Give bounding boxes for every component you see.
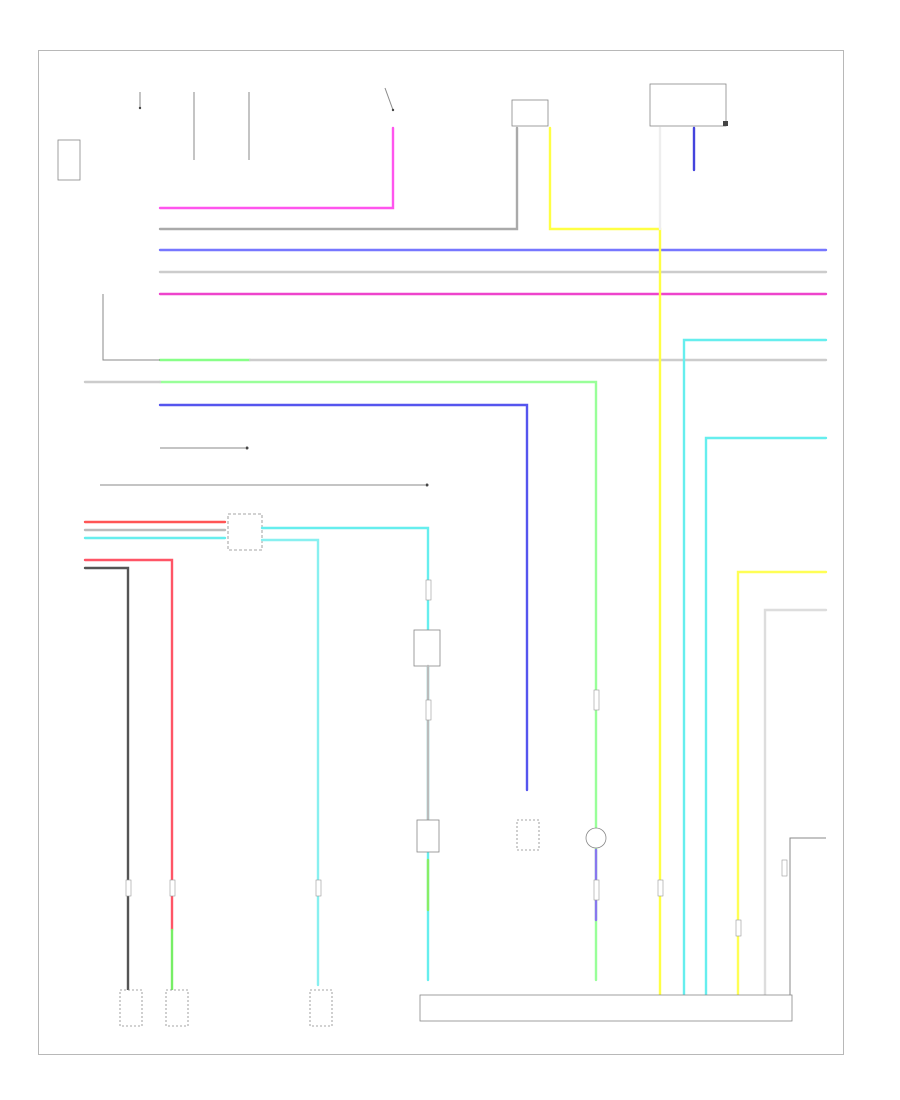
wire-cyan-relay-out bbox=[260, 526, 430, 982]
connector-box-top bbox=[511, 99, 549, 127]
lower-component-3 bbox=[585, 827, 607, 849]
wire-cyan-relay-out-2 bbox=[260, 538, 320, 987]
connector-markers bbox=[125, 579, 788, 937]
wire-cyan-right-1 bbox=[682, 338, 828, 997]
wire-yellow-top bbox=[548, 126, 662, 997]
relay-block bbox=[227, 513, 263, 551]
bottom-switch-mid bbox=[165, 989, 189, 1027]
left-connector-block bbox=[57, 139, 81, 181]
top-component-1 bbox=[138, 92, 142, 110]
module-top-right bbox=[649, 83, 728, 127]
wire-black-vertical bbox=[83, 566, 130, 997]
wire-gray-top bbox=[158, 126, 519, 231]
wire-gray-right-bottom bbox=[789, 837, 826, 995]
diagram-frame bbox=[38, 50, 844, 1055]
wire-gray-left-loop bbox=[102, 294, 160, 361]
wire-white-right bbox=[763, 608, 828, 997]
ground-bus-bar bbox=[419, 994, 793, 1022]
lower-component-2 bbox=[516, 819, 540, 851]
bottom-switch-right bbox=[309, 989, 333, 1027]
fuse-switch-top bbox=[384, 87, 395, 112]
lower-component-1 bbox=[416, 819, 440, 853]
wire-light-green-long bbox=[158, 380, 598, 982]
wire-red-vertical bbox=[83, 558, 174, 932]
wire-pink-top bbox=[158, 126, 395, 210]
center-component bbox=[413, 629, 441, 667]
wire-yellow-right bbox=[736, 570, 828, 997]
wire-cyan-right-2 bbox=[704, 436, 828, 997]
bottom-switch-left bbox=[119, 989, 143, 1027]
wire-blue-switch bbox=[158, 403, 529, 792]
